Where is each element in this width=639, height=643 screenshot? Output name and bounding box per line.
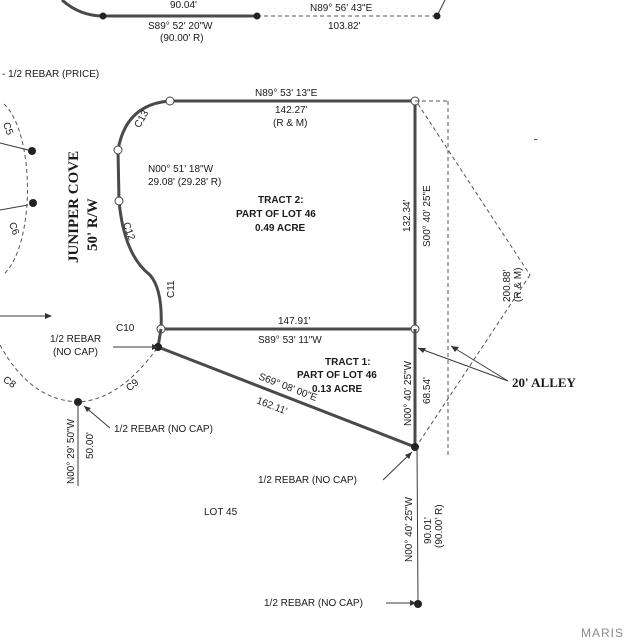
lower-east-bearing: N00° 40' 25"W [404, 496, 415, 562]
lower-east-record: (90.00' R) [434, 504, 445, 548]
rebar-price-label: - 1/2 REBAR (PRICE) [2, 69, 99, 80]
top-left-pin [99, 12, 107, 20]
tract2-north-note: (R & M) [273, 118, 307, 129]
tract1-diag-dist: 162.11' [255, 396, 289, 418]
alley-label: 20' ALLEY [512, 375, 577, 390]
top-right-pin [433, 12, 441, 20]
tract2-east-dist: 132.34' [402, 199, 413, 232]
lower-east-pin [414, 600, 422, 608]
tract1-se-pin [411, 443, 419, 451]
lot-45-label: LOT 45 [204, 507, 238, 518]
cul-de-sac: C5 C6 C8 C9 JUNIPER COVE 50' R/W [0, 103, 159, 406]
curve-c6: C6 [6, 221, 21, 237]
tract2-south-bearing: S89° 53' 11"W [258, 335, 322, 346]
alley-note: (R & M) [513, 268, 524, 302]
tract1-east-bearing: N00° 40' 25"W [403, 360, 414, 426]
rebar-no-cap-3: 1/2 REBAR (NO CAP) [258, 475, 357, 486]
tract2-south-dist: 147.91' [278, 316, 311, 327]
west-line: N00° 29' 50"W 50.00' [66, 404, 96, 486]
west-line-dist: 50.00' [85, 432, 96, 459]
top-north-bearing: N89° 56' 43"E [310, 3, 373, 14]
tract2-w-pin-upper [113, 145, 123, 155]
top-south-bearing: S89° 52' 20"W [148, 21, 213, 32]
top-adjoining-lot: 90.04' N89° 56' 43"E S89° 52' 20"W (90.0… [61, 0, 446, 44]
tract2-title: TRACT 2: [258, 195, 304, 206]
top-north-dist: 90.04' [170, 0, 197, 11]
alley: 200.88' (R & M) 20' ALLEY [415, 100, 577, 455]
rebar-no-cap-1b: (NO CAP) [53, 347, 98, 358]
curve-c12: C12 [120, 221, 137, 242]
tract-2: N89° 53' 13"E 142.27' (R & M) C13 N00° 5… [113, 88, 433, 346]
tract1-area: 0.13 ACRE [312, 384, 363, 395]
top-mid-pin [253, 12, 261, 20]
cul-de-sac-pin-lower [29, 199, 37, 207]
tract1-title: TRACT 1: [325, 357, 371, 368]
top-south-record: (90.00' R) [160, 33, 204, 44]
tract2-nw-pin [165, 96, 175, 106]
curve-c10: C10 [116, 323, 135, 334]
tract2-subtitle: PART OF LOT 46 [236, 209, 316, 220]
alley-dist: 200.88' [502, 269, 513, 302]
street-row: 50' R/W [85, 198, 101, 251]
tract2-west-dist: 29.08' (29.28' R) [148, 177, 221, 188]
curve-c11: C11 [166, 280, 177, 298]
tract1-subtitle: PART OF LOT 46 [297, 370, 377, 381]
rebar-no-cap-1: 1/2 REBAR [50, 334, 101, 345]
curve-c13: C13 [133, 108, 152, 130]
curve-c9: C9 [124, 377, 141, 394]
tract2-area: 0.49 ACRE [255, 223, 306, 234]
watermark: MARIS [581, 626, 624, 640]
tract2-east-bearing: S00° 40' 25"E [422, 185, 433, 247]
stray-mark: ˜ [533, 138, 538, 149]
west-line-bearing: N00° 29' 50"W [66, 418, 77, 484]
tract2-north-dist: 142.27' [275, 105, 308, 116]
tract1-east-dist: 68.54' [422, 377, 433, 404]
cul-de-sac-pin-upper [28, 147, 36, 155]
tract2-west-bearing: N00° 51' 18"W [148, 164, 214, 175]
curve-c5: C5 [0, 121, 15, 137]
curve-c8: C8 [1, 374, 18, 391]
top-east-dist: 103.82' [328, 21, 361, 32]
rebar-no-cap-4: 1/2 REBAR (NO CAP) [264, 598, 363, 609]
tract2-north-bearing: N89° 53' 13"E [255, 88, 318, 99]
rebar-no-cap-2: 1/2 REBAR (NO CAP) [114, 424, 213, 435]
street-name: JUNIPER COVE [66, 151, 82, 263]
tract2-w-pin-lower [114, 196, 124, 206]
cul-de-sac-pin-bottom [74, 398, 82, 406]
lower-east-line: N00° 40' 25"W 90.01' (90.00' R) [404, 446, 445, 608]
rebar-callouts: 1/2 REBAR (NO CAP) 1/2 REBAR (NO CAP) 1/… [50, 334, 416, 609]
lower-east-dist: 90.01' [423, 517, 434, 544]
